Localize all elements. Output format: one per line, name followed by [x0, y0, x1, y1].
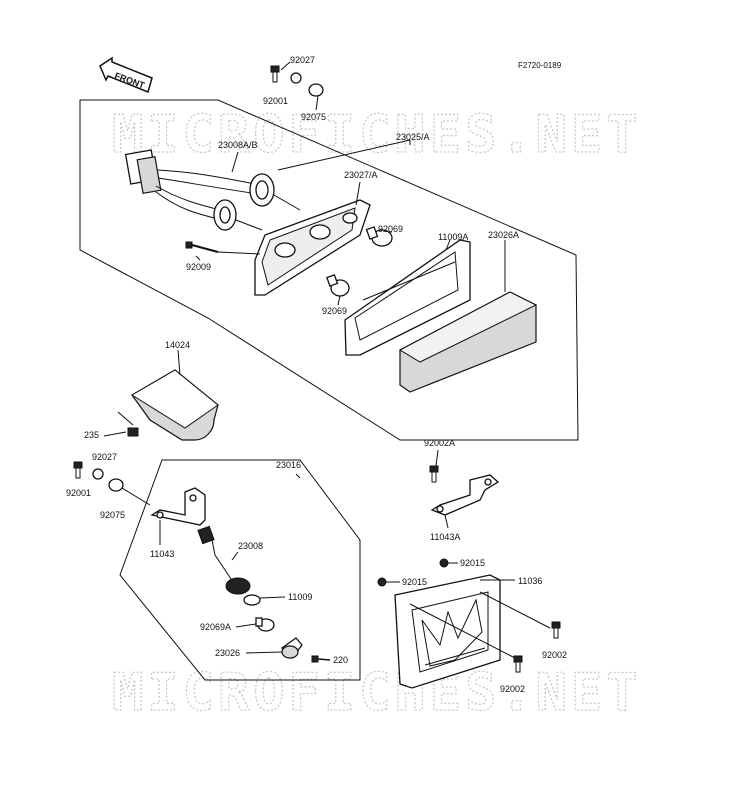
leader-line: [235, 623, 257, 628]
leader-line: [445, 239, 451, 251]
part-label-92069A: 92069A: [200, 622, 231, 632]
part-label-235: 235: [84, 430, 99, 440]
part-label-92009: 92009: [186, 262, 211, 272]
screw-icon: [311, 655, 331, 663]
part-label-92001-lower: 92001: [66, 488, 91, 498]
leader-line: [409, 603, 516, 659]
taillight-assembly-outline: [79, 99, 579, 441]
part-label-11043: 11043: [150, 549, 174, 559]
socket-icon: [197, 525, 251, 595]
part-label-92002-right: 92002: [542, 650, 567, 660]
leader-line: [117, 411, 134, 426]
bracket-icon: [430, 474, 500, 516]
part-label-92015-upper: 92015: [460, 558, 485, 568]
leader-line: [259, 596, 286, 599]
leader-line: [355, 181, 361, 206]
license-plate-bracket-icon: [394, 574, 501, 689]
cover-icon: [131, 369, 219, 441]
lens-icon: [398, 291, 538, 393]
part-label-92075-lower: 92075: [100, 510, 125, 520]
grommet-icon: [108, 478, 124, 492]
part-label-23025A: 23025/A: [396, 132, 430, 142]
part-label-23027A: 23027/A: [344, 170, 378, 180]
leader-line: [231, 551, 239, 561]
part-label-11043A: 11043A: [430, 532, 460, 542]
part-label-92002A: 92002A: [424, 438, 455, 448]
part-label-92027: 92027: [290, 55, 315, 65]
bolt-icon: [73, 461, 83, 479]
leader-line: [231, 151, 239, 173]
part-label-92001: 92001: [263, 96, 288, 106]
leader-line: [337, 295, 341, 306]
nut-icon: [377, 577, 387, 587]
part-label-92027-lower: 92027: [92, 452, 117, 462]
part-label-11036: 11036: [518, 576, 542, 586]
grommet-icon: [308, 83, 324, 97]
part-label-23016: 23016: [276, 460, 301, 470]
screw-icon: [127, 427, 139, 437]
bolt-icon: [513, 655, 523, 673]
leader-line: [435, 449, 439, 467]
leader-line: [217, 251, 261, 255]
lens-icon: [280, 637, 303, 659]
figure-code: F2720-0189: [518, 61, 562, 70]
part-label-23026A: 23026A: [488, 230, 519, 240]
washer-icon: [290, 72, 302, 84]
bolt-icon: [429, 465, 439, 483]
bulb-icon: [365, 226, 393, 247]
part-label-11009: 11009: [288, 592, 312, 602]
wiring-harness-icon: [124, 149, 301, 231]
part-label-92002-bottom: 92002: [500, 684, 525, 694]
part-label-11009A: 11009A: [438, 232, 468, 242]
bolt-icon: [551, 621, 561, 639]
part-label-92075: 92075: [301, 112, 326, 122]
washer-icon: [92, 468, 104, 480]
part-label-14024: 14024: [165, 340, 190, 350]
leader-line: [280, 61, 291, 71]
lamp-housing-icon: [254, 199, 371, 296]
watermark-top: MICROFICHES.NET: [112, 105, 642, 165]
bulb-icon: [255, 617, 275, 632]
part-label-92069-lower: 92069: [322, 306, 347, 316]
part-label-92015-lower: 92015: [402, 577, 427, 587]
leader-line: [121, 487, 151, 506]
leader-line: [444, 514, 449, 529]
leader-line: [195, 255, 201, 261]
leader-line: [295, 473, 301, 479]
front-arrow-icon: FRONT: [99, 56, 153, 94]
screw-icon: [185, 241, 219, 253]
watermark-bottom: MICROFICHES.NET: [112, 663, 642, 723]
license-light-assembly-outline: [119, 459, 361, 681]
part-label-23026: 23026: [215, 648, 240, 658]
bracket-icon: [150, 487, 206, 526]
leader-line: [245, 651, 283, 654]
part-label-23008: 23008: [238, 541, 263, 551]
leader-line: [277, 139, 411, 171]
bulb-icon: [326, 274, 350, 297]
leader-line: [479, 591, 551, 629]
part-label-23008AB: 23008A/B: [218, 140, 258, 150]
leader-line: [103, 431, 127, 437]
part-label-220: 220: [333, 655, 348, 665]
bolt-icon: [270, 65, 280, 83]
part-label-92069-upper: 92069: [378, 224, 403, 234]
leader-line: [177, 349, 181, 376]
nut-icon: [439, 558, 449, 568]
lens-frame-icon: [344, 239, 471, 356]
gasket-icon: [243, 594, 261, 606]
leader-line: [315, 95, 319, 111]
